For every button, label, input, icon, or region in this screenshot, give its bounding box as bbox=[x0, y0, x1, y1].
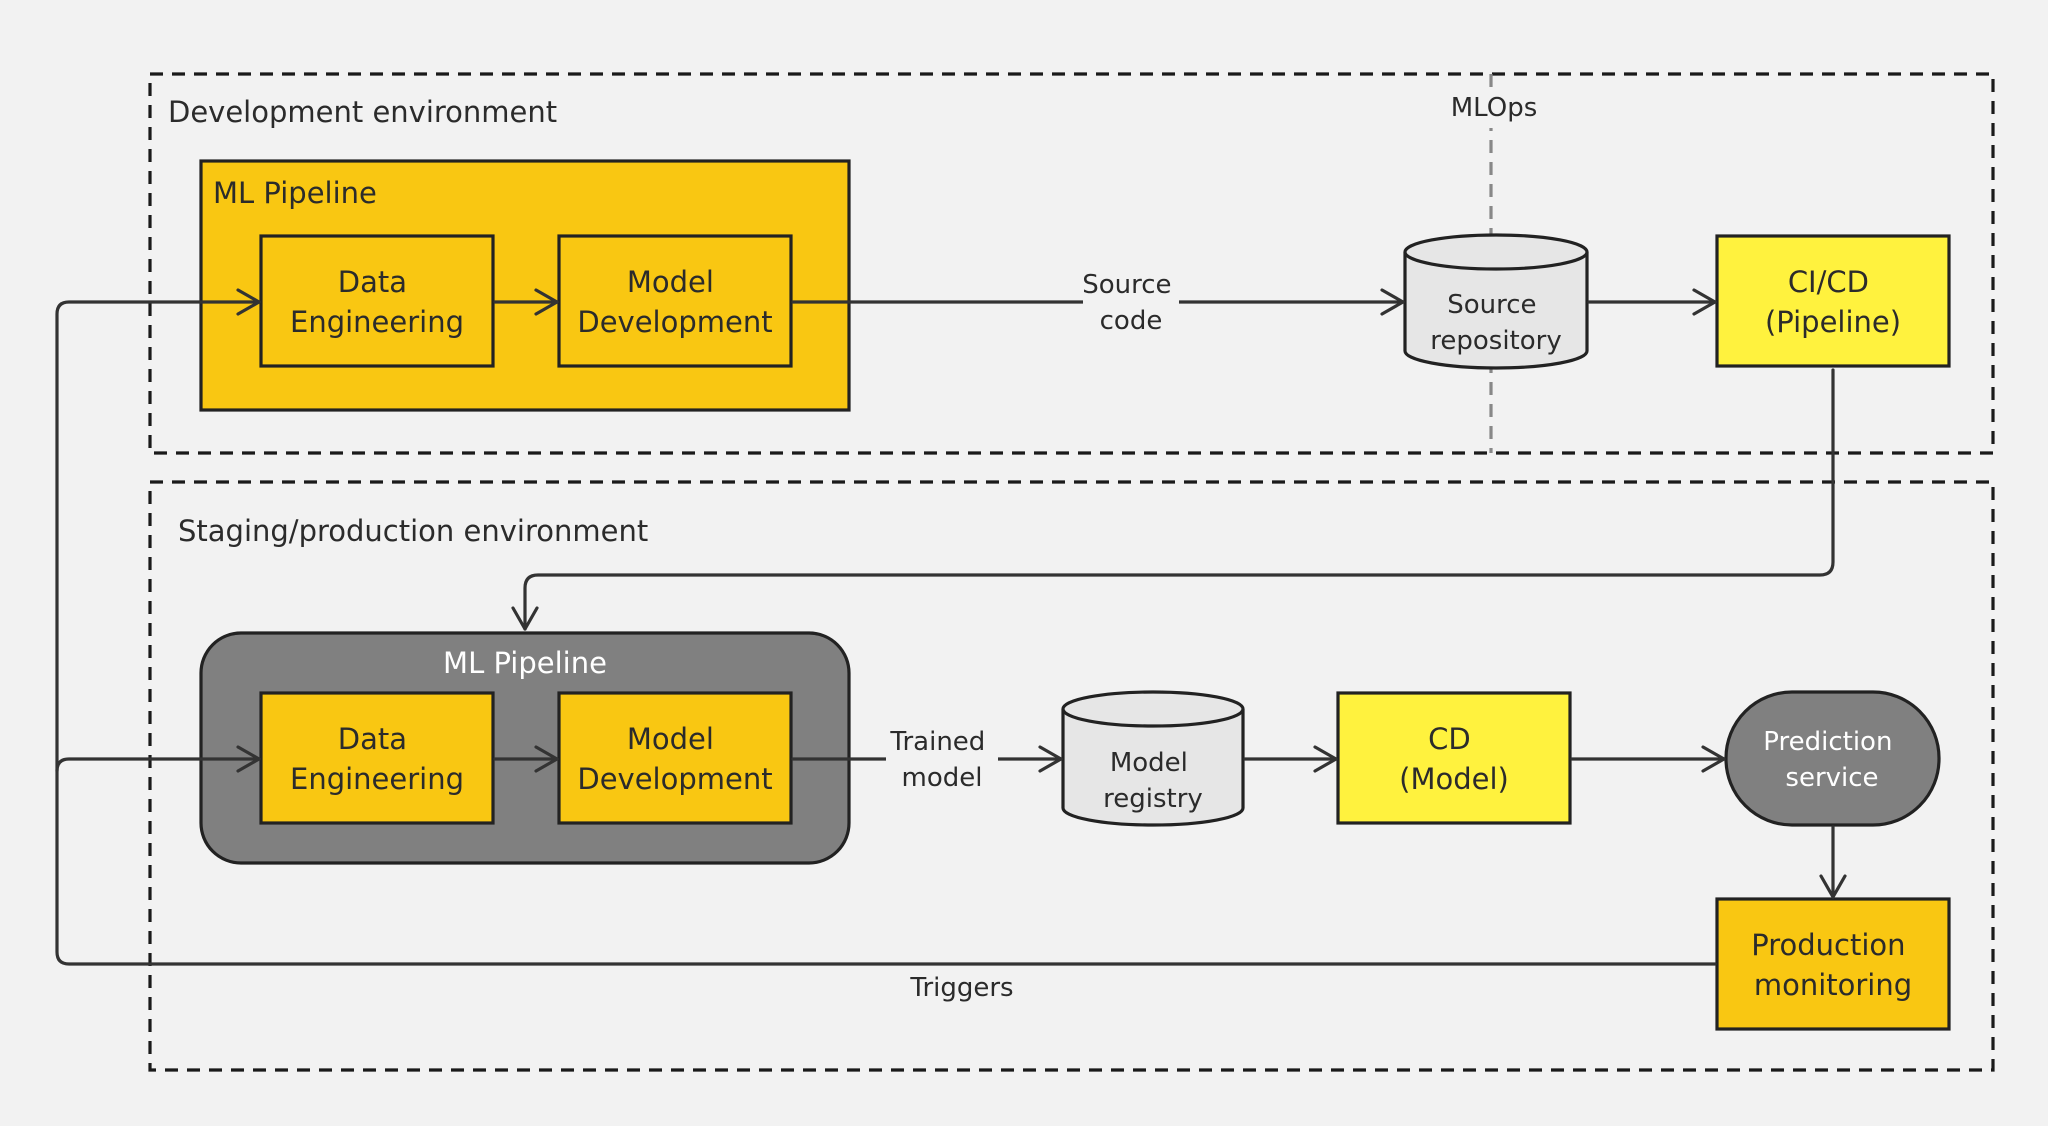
prod-ml-pipeline-title: ML Pipeline bbox=[443, 646, 607, 680]
model-registry-cylinder[interactable] bbox=[1061, 690, 1245, 827]
dev-data-engineering-box[interactable] bbox=[259, 234, 495, 368]
prod-model-development-box[interactable] bbox=[557, 691, 793, 825]
prod-model-development-label: Model Development bbox=[577, 722, 772, 796]
mlops-label: MLOps bbox=[1451, 93, 1538, 123]
triggers-branch-prod bbox=[55, 757, 261, 773]
cicd-pipeline-box[interactable] bbox=[1715, 234, 1951, 368]
trained-model-arrowhead bbox=[1038, 745, 1063, 773]
triggers-arrowhead-prod bbox=[236, 745, 261, 773]
triggers-label: Triggers bbox=[909, 973, 1013, 1003]
prediction-service-node[interactable] bbox=[1724, 690, 1941, 827]
cicd-to-prod-pipeline-connector bbox=[523, 368, 1835, 631]
dev-de-to-md-arrowhead bbox=[534, 288, 559, 316]
cd-model-box[interactable] bbox=[1336, 691, 1572, 825]
production-monitoring-box[interactable] bbox=[1715, 897, 1951, 1031]
dev-data-engineering-label: Data Engineering bbox=[290, 265, 464, 339]
model-registry-label: Model registry bbox=[1103, 748, 1203, 814]
repo-to-cicd-arrowhead bbox=[1692, 288, 1717, 316]
cicd-pipeline-label: CI/CD (Pipeline) bbox=[1765, 265, 1901, 339]
dev-model-development-label: Model Development bbox=[577, 265, 772, 339]
production-monitoring-label: Production monitoring bbox=[1751, 928, 1915, 1002]
prod-de-to-md-arrowhead bbox=[534, 745, 559, 773]
development-environment-label: Development environment bbox=[168, 95, 557, 129]
mlops-label-backdrop bbox=[1440, 88, 1542, 128]
source-code-label: Source code bbox=[1082, 270, 1180, 336]
triggers-connector bbox=[55, 300, 1717, 966]
registry-to-cd-arrowhead bbox=[1313, 745, 1338, 773]
trained-model-label-backdrop bbox=[886, 720, 998, 796]
source-repository-label: Source repository bbox=[1430, 290, 1561, 356]
staging-environment-border bbox=[148, 480, 1995, 1072]
prediction-service-label: Prediction service bbox=[1763, 727, 1900, 793]
development-environment-border bbox=[148, 72, 1995, 455]
source-code-label-backdrop bbox=[1083, 264, 1179, 340]
prediction-to-monitoring-arrowhead bbox=[1819, 874, 1847, 899]
dev-ml-pipeline-title: ML Pipeline bbox=[213, 176, 377, 210]
triggers-arrowhead-dev bbox=[236, 288, 261, 316]
prod-data-engineering-label: Data Engineering bbox=[290, 722, 464, 796]
cicd-to-prod-pipeline-arrowhead bbox=[511, 606, 539, 631]
dev-model-development-box[interactable] bbox=[557, 234, 793, 368]
prod-data-engineering-box[interactable] bbox=[259, 691, 495, 825]
cd-to-prediction-arrowhead bbox=[1701, 745, 1726, 773]
staging-environment-label: Staging/production environment bbox=[178, 514, 648, 548]
cd-model-label: CD (Model) bbox=[1399, 722, 1509, 796]
source-repository-cylinder[interactable] bbox=[1403, 233, 1589, 370]
trained-model-label: Trained model bbox=[889, 727, 993, 793]
source-code-arrowhead bbox=[1380, 288, 1405, 316]
